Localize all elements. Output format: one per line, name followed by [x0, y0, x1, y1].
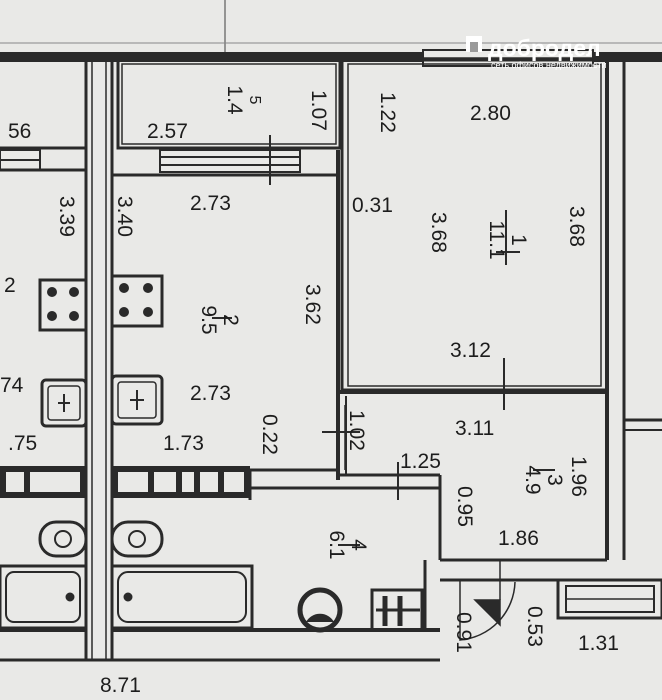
- watermark-logo: добродел сеть офисов недвижимости: [466, 35, 607, 70]
- dimension-label: 3.62: [301, 284, 324, 325]
- room-5-number: 5: [246, 96, 263, 105]
- washbasin-icon: [38, 520, 164, 558]
- door-swing: [344, 405, 516, 641]
- dimension-label: 1.86: [498, 527, 539, 550]
- dimension-label: 0.91: [452, 612, 475, 653]
- window-hatching: [0, 149, 301, 173]
- dimension-label: 8.71: [100, 674, 141, 697]
- dimension-label: 3.11: [455, 417, 494, 440]
- room-3-number: 3: [543, 474, 566, 486]
- dimension-label: 2.80: [470, 102, 511, 125]
- stove-icon: [38, 278, 88, 332]
- watermark-brand: добродел: [488, 35, 601, 61]
- dimension-label: 0.31: [352, 194, 393, 217]
- dimension-label: 56: [8, 120, 31, 143]
- dimension-label: 1.02: [345, 410, 368, 451]
- dimension-label: 1.96: [567, 456, 590, 497]
- toilet-icon: [297, 587, 343, 633]
- room-1-area: 11.1: [485, 220, 508, 259]
- dimension-label: 3.68: [427, 212, 450, 253]
- dimension-label: 3.40: [113, 196, 136, 237]
- room-4-number: 4: [347, 539, 370, 551]
- dimension-label: 1.22: [376, 92, 399, 133]
- room-4-area: 6.1: [325, 530, 348, 559]
- dimension-label: 1.07: [307, 90, 330, 131]
- room-2-area: 9.5: [197, 305, 220, 334]
- watermark-tagline: сеть офисов недвижимости: [491, 60, 607, 70]
- dimension-label: 74: [0, 374, 24, 397]
- dimension-label: 0.22: [258, 414, 281, 455]
- dimension-label: 1.31: [578, 632, 619, 655]
- dimension-label: 2.73: [190, 192, 231, 215]
- washing-machine-icon: [370, 588, 424, 632]
- bathtub-icon: [0, 564, 254, 630]
- room-3-area: 4.9: [521, 465, 544, 494]
- dimension-label: 3.68: [565, 206, 588, 247]
- dimension-label: 3.39: [55, 196, 78, 237]
- dimension-label: 1.25: [400, 450, 441, 473]
- room-label-4: 4 6.1: [325, 530, 370, 559]
- wall-cabinet: [556, 578, 662, 620]
- dimension-label: 3.12: [450, 339, 491, 362]
- dimension-label: 1.73: [163, 432, 204, 455]
- dimension-ticks: [212, 135, 555, 546]
- stove-icon: [110, 274, 164, 328]
- dimension-label: 0.95: [453, 486, 476, 527]
- room-label-3: 3 4.9: [521, 465, 566, 494]
- dimension-label: 2.57: [147, 120, 188, 143]
- sink-icon: [40, 378, 88, 428]
- sink-icon: [110, 374, 164, 426]
- dimension-label: 2.73: [190, 382, 231, 405]
- room-2-number: 2: [219, 314, 242, 326]
- counter-gaps: [6, 472, 244, 492]
- room-label-1: 1 11.1: [485, 220, 530, 259]
- room-1-number: 1: [507, 234, 530, 246]
- room-label-2: 2 9.5: [197, 305, 242, 334]
- room-label-5: 5 1.4: [223, 85, 263, 115]
- room-5-area: 1.4: [223, 85, 246, 115]
- dimension-label: .75: [8, 432, 37, 455]
- dimension-label: 2: [4, 274, 16, 297]
- dimension-label: 0.53: [523, 606, 546, 647]
